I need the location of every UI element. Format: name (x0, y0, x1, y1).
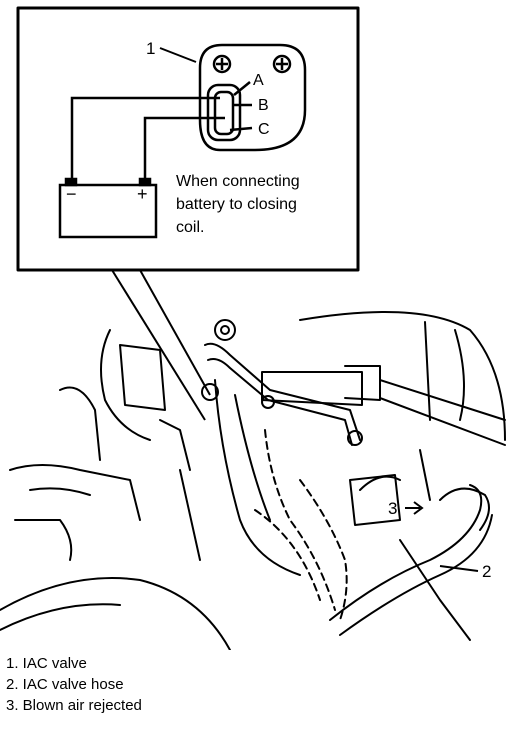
inset-note-line-1: When connecting (176, 173, 300, 190)
legend-item-iac-valve-hose: 2. IAC valve hose (6, 676, 124, 693)
battery-wiring (70, 81, 253, 180)
battery-negative-label: − (66, 184, 77, 204)
callout-3-label: 3 (388, 499, 397, 518)
legend-item-iac-valve: 1. IAC valve (6, 655, 87, 672)
inset-panel (16, 6, 360, 421)
engine-bay-drawing (0, 311, 506, 650)
battery-positive-label: + (137, 184, 148, 204)
callout-2-label: 2 (482, 562, 491, 581)
inset-note-line-3: coil. (176, 219, 204, 236)
callout-1-label: 1 (146, 39, 155, 58)
terminal-b-label: B (258, 97, 269, 114)
inset-note-line-2: battery to closing (176, 196, 297, 213)
legend: 1. IAC valve 2. IAC valve hose 3. Blown … (6, 654, 506, 717)
battery-icon (58, 177, 158, 239)
callout-1-leader (159, 47, 197, 63)
callout-2-leader (439, 565, 479, 572)
callout-3-arrow (405, 501, 424, 515)
terminal-c-label: C (258, 121, 270, 138)
iac-valve-diagram: 1 A B C − + When connecting battery to c… (0, 6, 506, 650)
legend-item-blown-air-rejected: 3. Blown air rejected (6, 697, 142, 714)
terminal-a-label: A (253, 72, 264, 89)
iac-valve-icon (198, 43, 307, 152)
